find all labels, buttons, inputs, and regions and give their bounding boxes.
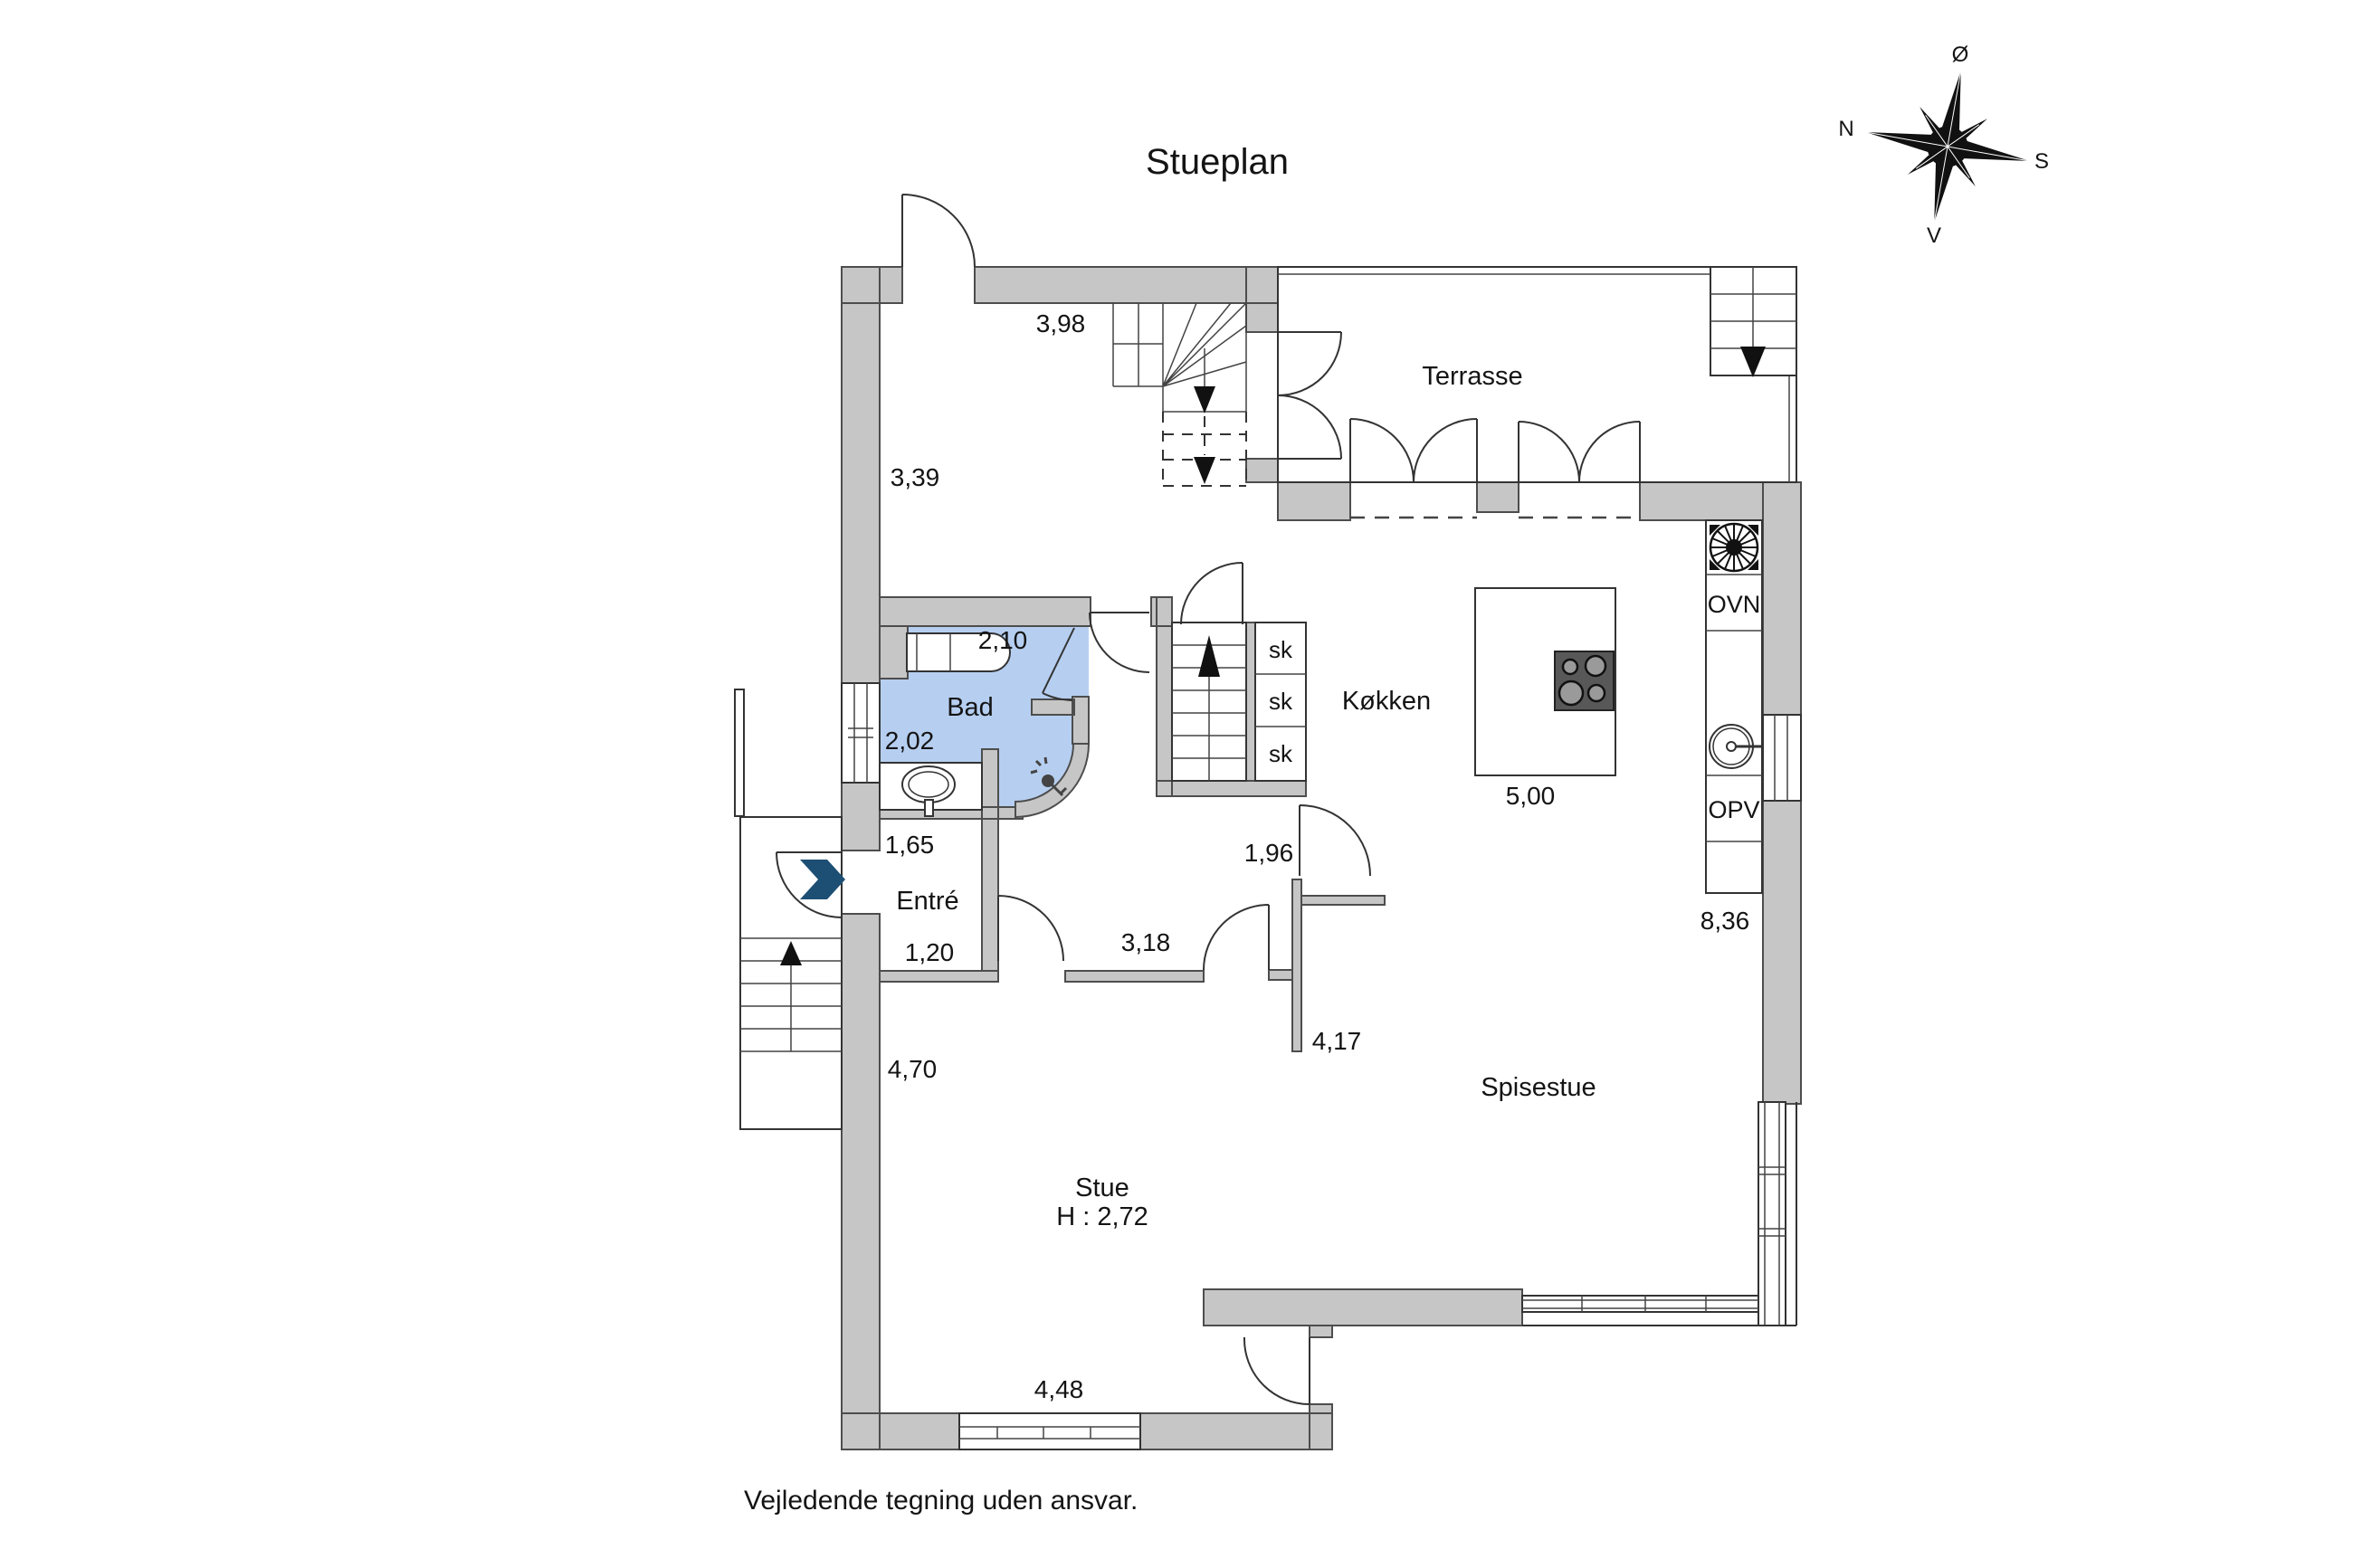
dim-label: 1,96 bbox=[1244, 839, 1294, 867]
shower-icon bbox=[1030, 756, 1068, 797]
kitchen-sink-icon bbox=[1709, 724, 1771, 769]
terrace-outline bbox=[1277, 266, 1797, 483]
dim-label: 4,17 bbox=[1312, 1027, 1362, 1055]
stairs-down-arrow bbox=[1740, 347, 1766, 377]
winder-staircase bbox=[1112, 302, 1247, 487]
living-window bbox=[958, 1412, 1141, 1450]
bath-window bbox=[841, 682, 881, 784]
compass-label-south: S bbox=[2034, 149, 2049, 174]
dim-label: 1,65 bbox=[885, 831, 935, 859]
room-label-dining: Spisestue bbox=[1481, 1073, 1596, 1102]
door-arc bbox=[1180, 562, 1243, 625]
door-arc bbox=[1042, 627, 1075, 701]
stairs-up-arrow bbox=[1198, 635, 1220, 677]
dim-label: 5,00 bbox=[1506, 782, 1556, 810]
terrace-stairs bbox=[1710, 266, 1797, 377]
entry-arrow-icon bbox=[800, 860, 845, 899]
door-swings bbox=[776, 194, 1641, 1405]
stairs-down-arrow bbox=[1194, 457, 1215, 484]
closet-label: sk bbox=[1269, 740, 1293, 767]
compass-rose: N Ø S V bbox=[1838, 43, 2049, 248]
dim-label: 1,20 bbox=[905, 938, 955, 966]
kitchen-island bbox=[1474, 587, 1616, 776]
dim-label: 8,36 bbox=[1700, 907, 1750, 935]
kitchen-counter: OVN OPV bbox=[1705, 519, 1771, 894]
dim-label: 3,18 bbox=[1121, 928, 1171, 956]
dim-label: 2,10 bbox=[978, 626, 1028, 654]
extractor-fan-icon bbox=[1709, 522, 1759, 573]
door-arc bbox=[1518, 421, 1641, 483]
room-label-living: Stue bbox=[1075, 1174, 1129, 1202]
closet-column: sk sk sk bbox=[1254, 622, 1307, 782]
interior-staircase-up bbox=[1171, 622, 1247, 782]
dishwasher-label: OPV bbox=[1708, 796, 1759, 823]
room-label-entry: Entré bbox=[896, 887, 958, 916]
door-arc bbox=[776, 851, 843, 918]
stairs-up-arrow bbox=[780, 941, 802, 965]
sink-icon bbox=[879, 762, 983, 817]
compass-label-east: Ø bbox=[1952, 43, 1969, 67]
room-label-kitchen: Køkken bbox=[1342, 687, 1431, 716]
room-ceiling-height: H : 2,72 bbox=[1056, 1202, 1148, 1231]
dim-label: 3,98 bbox=[1036, 309, 1086, 337]
dim-label: 3,39 bbox=[891, 463, 940, 491]
door-arc bbox=[1243, 1336, 1310, 1405]
door-arc bbox=[1203, 904, 1270, 971]
door-arc bbox=[1299, 804, 1371, 877]
walls bbox=[841, 266, 1802, 1450]
dim-label: 2,02 bbox=[885, 727, 935, 755]
kitchen-window bbox=[1762, 714, 1802, 802]
room-label-terrace: Terrasse bbox=[1422, 362, 1522, 391]
compass-label-north: N bbox=[1838, 117, 1853, 141]
bath-fixtures bbox=[879, 632, 1068, 817]
door-arc bbox=[1349, 418, 1478, 483]
closet-label: sk bbox=[1269, 636, 1293, 663]
door-arc bbox=[997, 895, 1064, 962]
dining-corner-window bbox=[1521, 1101, 1797, 1326]
oven-label: OVN bbox=[1708, 591, 1761, 618]
compass-label-west: V bbox=[1927, 223, 1941, 248]
room-label-bath: Bad bbox=[947, 693, 994, 722]
windows bbox=[841, 682, 1802, 1450]
stairs-down-arrow bbox=[1194, 386, 1215, 413]
dim-label: 4,70 bbox=[888, 1055, 938, 1083]
door-arc bbox=[901, 194, 976, 268]
door-arc bbox=[1089, 612, 1150, 673]
dim-label: 4,48 bbox=[1034, 1375, 1084, 1403]
door-arc bbox=[1277, 331, 1342, 460]
page-title: Stueplan bbox=[1146, 142, 1289, 182]
wall-shower-curve bbox=[1015, 743, 1091, 819]
closet-label: sk bbox=[1269, 688, 1293, 715]
disclaimer-text: Vejledende tegning uden ansvar. bbox=[744, 1486, 1138, 1516]
entrance-landing bbox=[734, 689, 845, 1130]
toilet-icon bbox=[906, 632, 1011, 672]
